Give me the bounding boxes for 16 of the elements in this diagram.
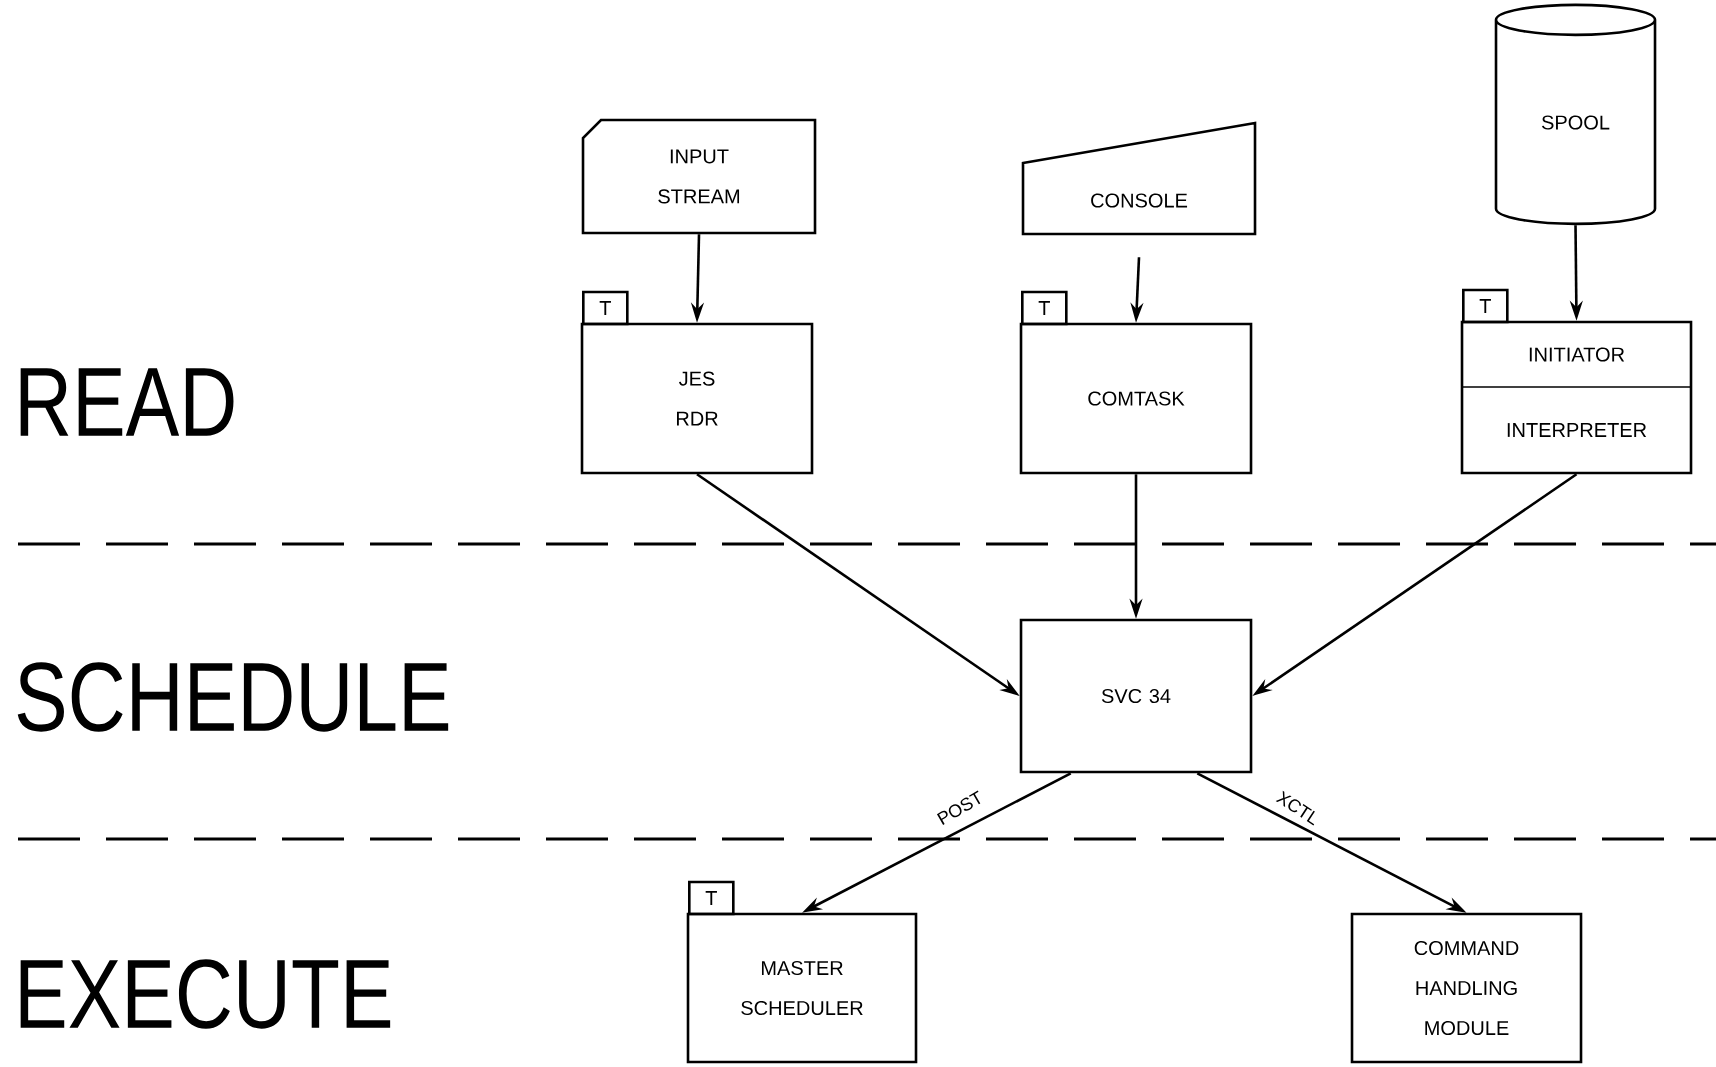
cylinder: SPOOL [1494, 3, 1657, 226]
section-label: SCHEDULE [17, 662, 449, 732]
tab-label: T [582, 290, 629, 326]
tab-label: T [1021, 290, 1068, 326]
section-label: READ [20, 368, 234, 436]
process-box: COMTASK [1019, 322, 1253, 475]
process-box: MASTER SCHEDULER [686, 912, 918, 1064]
node-label: INITIATOR [1529, 347, 1625, 362]
process-box: COMMAND HANDLING MODULE [1350, 912, 1583, 1064]
process-box: JES RDR [580, 322, 814, 475]
node-label: INTERPRETER [1507, 423, 1647, 437]
process-box: SVC 34 [1019, 618, 1253, 774]
split-box: INITIATOR INTERPRETER [1460, 320, 1693, 475]
tab-label: T [688, 880, 735, 916]
section-label: EXECUTE [20, 959, 391, 1029]
tab-label: T [1462, 288, 1509, 324]
